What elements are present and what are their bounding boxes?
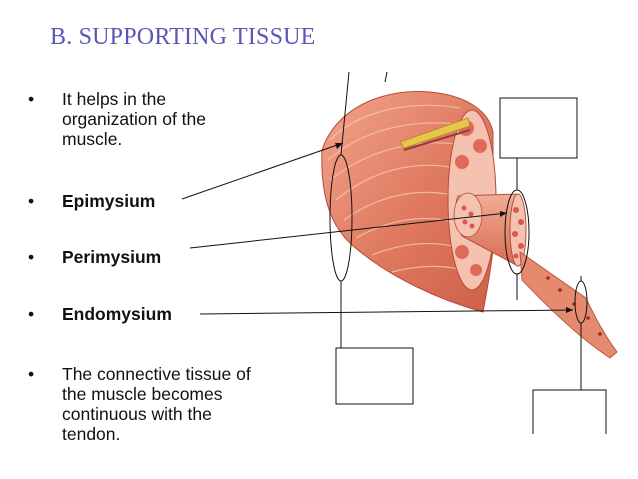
bullet-dot: • [28,191,35,211]
bullet-line: It helps in the [62,89,167,109]
connector-lines [340,71,582,390]
bullet-dot: • [28,247,35,267]
muscle-body [321,91,494,313]
slide-title: B. SUPPORTING TISSUE [50,24,316,50]
bullet-line: muscle. [62,129,123,149]
bullet-line: Endomysium [62,304,172,324]
bullet-line: continuous with the [62,404,212,424]
bullet-line: The connective tissue of [62,364,251,384]
bullet-line: tendon. [62,424,121,444]
bullet-line: Perimysium [62,247,162,267]
label-box-bottom-left [335,347,414,405]
bullet-line: the muscle becomes [62,384,223,404]
nerve-vessel [399,117,471,149]
muscle-fiber [519,251,618,359]
label-box-top [499,97,578,159]
bullet-line: Epimysium [62,191,156,211]
bullet-dot: • [28,364,35,384]
bullet-line: organization of the [62,109,206,129]
bullet-dot: • [28,89,35,109]
bullet-dot: • [28,304,35,324]
leader-lines [181,142,574,315]
label-box-bottom-right [532,389,607,434]
arrowheads [335,143,573,313]
